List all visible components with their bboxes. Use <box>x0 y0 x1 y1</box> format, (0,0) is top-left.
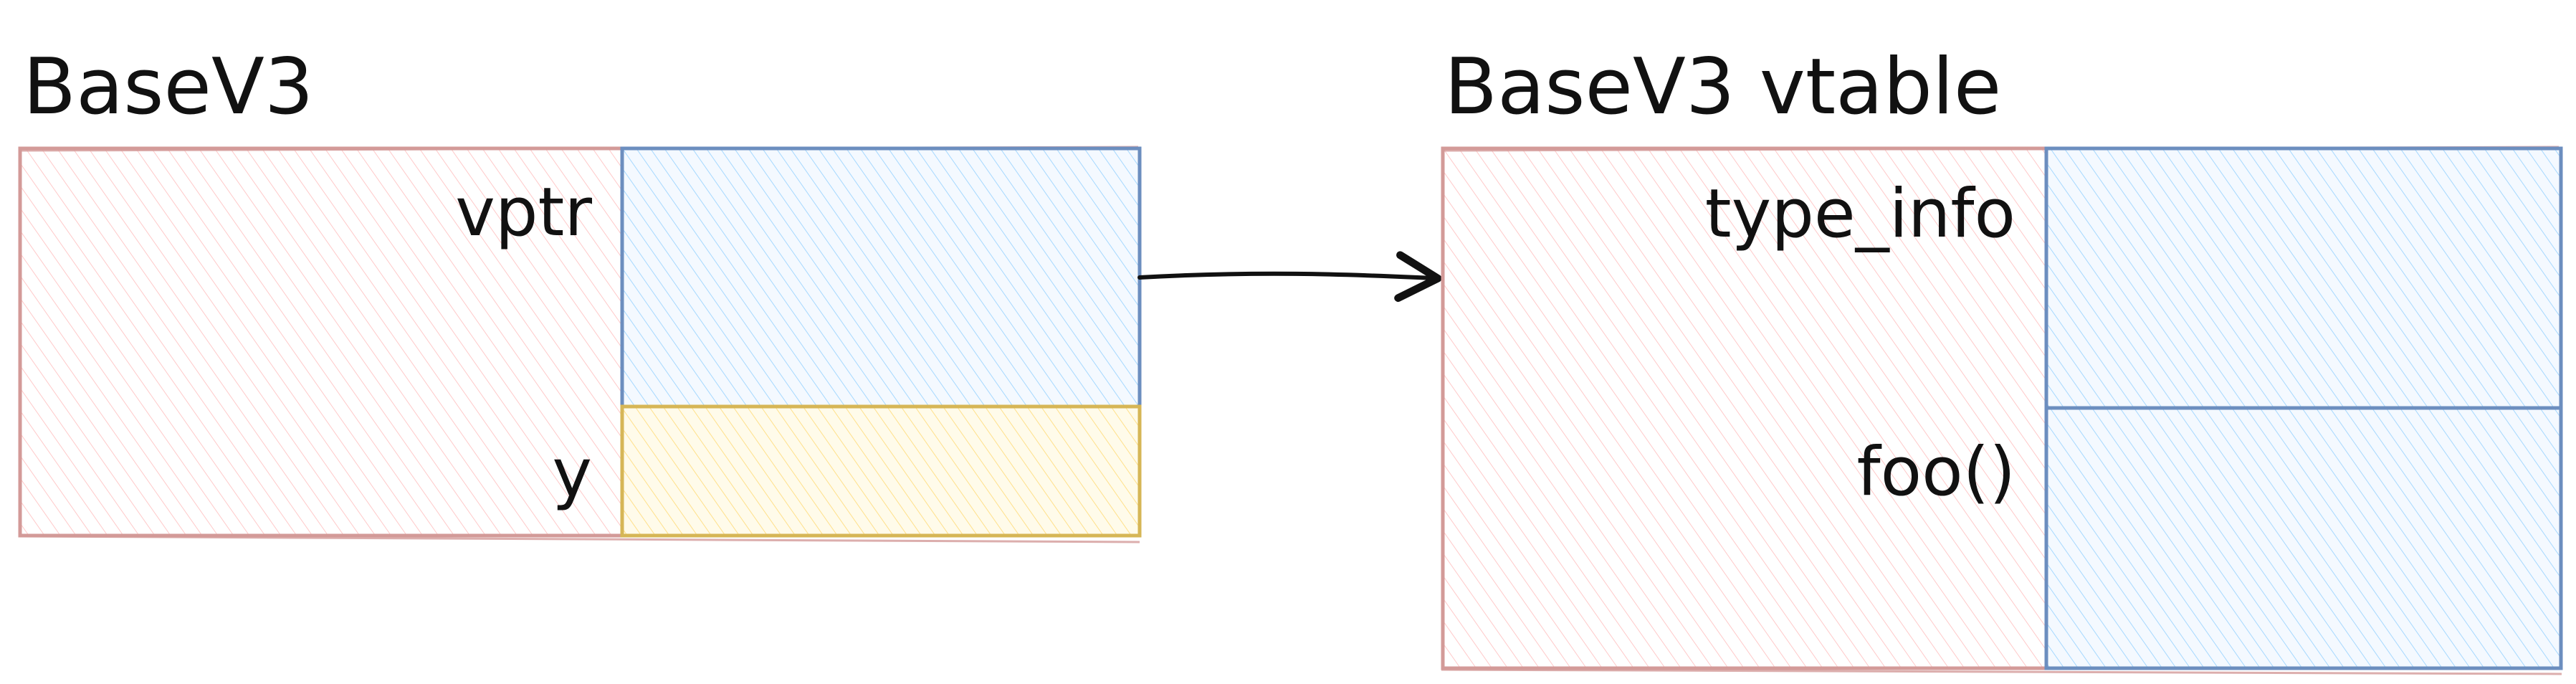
basev3-vtable-title: BaseV3 vtable <box>1444 42 2001 132</box>
basev3-title: BaseV3 <box>23 42 314 132</box>
basev3-struct: BaseV3 vptr y <box>18 42 1142 543</box>
vptr-label: vptr <box>455 174 592 252</box>
foo-label: foo() <box>1857 433 2016 511</box>
y-label: y <box>552 434 592 513</box>
type-info-label: type_info <box>1705 175 2016 253</box>
vptr-to-vtable-arrow <box>1137 251 1442 303</box>
foo-entry <box>2044 406 2563 670</box>
vptr-field <box>620 146 1142 409</box>
y-field <box>620 404 1142 538</box>
type-info-entry <box>2044 146 2563 410</box>
basev3-vtable-struct: BaseV3 vtable type_info foo() <box>1441 42 2563 675</box>
